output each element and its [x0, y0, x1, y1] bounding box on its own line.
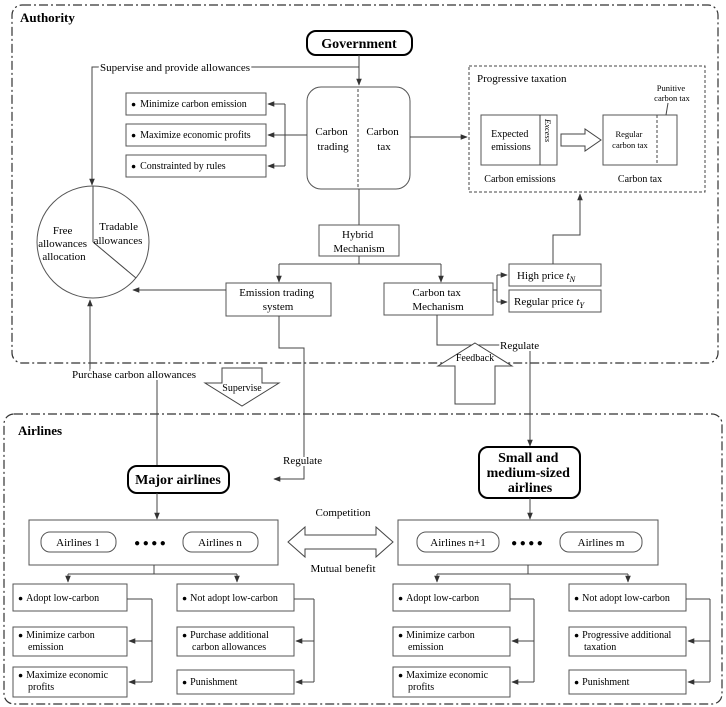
svg-text:●Constrainted by rules: ●Constrainted by rules: [131, 161, 226, 172]
tradable-allowances-label: Tradable allowances: [94, 221, 143, 247]
svg-text:●Not adopt low-carbon: ●Not adopt low-carbon: [574, 593, 670, 604]
free-allowances-label: Free allowances allocation: [38, 225, 90, 263]
airline-pill: [182, 531, 259, 553]
hollow-arrow: [560, 128, 602, 152]
objective-box: [125, 123, 267, 147]
high-price-to-progressive-arrow: [552, 193, 583, 264]
ctm-box: [383, 282, 494, 316]
svg-text:Airlines m: Airlines m: [578, 537, 625, 549]
airlines-frame: [3, 413, 723, 705]
supervise-label: Supervise: [222, 383, 262, 394]
svg-text:●Not adopt low-carbon: ●Not adopt low-carbon: [182, 593, 278, 604]
carbon-tax-caption: Carbon tax: [618, 174, 662, 185]
high-price-label: High price tN: [517, 270, 577, 284]
svg-text:●Punishment: ●Punishment: [574, 677, 630, 688]
feedback-label: Feedback: [456, 353, 494, 364]
svg-text:●Minimize carbon emission: ●Minimize carbon emission: [131, 99, 247, 110]
outcome-box: [392, 626, 511, 657]
supervise-provide-arrow: [89, 66, 359, 186]
ets-regulate-arrow: [273, 316, 305, 482]
ctm-regulate-arrow: [436, 315, 533, 447]
svg-text:●Adopt low-carbon: ●Adopt low-carbon: [398, 593, 479, 604]
major-airlines-box: [127, 465, 230, 494]
mutual-benefit-label: Mutual benefit: [310, 563, 375, 575]
choice-box: [392, 583, 511, 612]
svg-text:Airlines n+1: Airlines n+1: [430, 537, 485, 549]
government-label: Government: [321, 37, 397, 52]
excess-label: Excess: [543, 118, 553, 143]
carbon-trading-label: Carbon trading: [315, 126, 350, 153]
outcome-box: [392, 666, 511, 698]
carbon-policy-box: [306, 86, 411, 190]
punitive-label: Punitive carbon tax: [654, 83, 690, 103]
outcome-box: [568, 626, 687, 657]
progressive-frame: [468, 65, 706, 193]
svg-text:Airlines 1: Airlines 1: [56, 537, 100, 549]
major-airlines-label: Major airlines: [135, 473, 221, 488]
airline-pill: [40, 531, 117, 553]
regular-price-box: [508, 289, 602, 313]
supervise-arrow: [203, 367, 281, 407]
choice-box: [568, 583, 687, 612]
objective-list: ●Minimize carbon emission ●Maximize econ…: [125, 92, 267, 178]
dots-right: ● ● ● ●: [511, 538, 543, 549]
regular-price-label: Regular price tY: [514, 296, 585, 310]
svg-text:●Adopt low-carbon: ●Adopt low-carbon: [18, 593, 99, 604]
svg-text:Airlines n: Airlines n: [198, 537, 242, 549]
choice-box: [12, 583, 128, 612]
column-major-not-adopt: ●Not adopt low-carbon ●Purchase addition…: [176, 583, 315, 695]
regulate-label-left: Regulate: [283, 455, 322, 467]
objective-box: [125, 92, 267, 116]
outcome-box: [12, 626, 128, 657]
ets-label: Emission trading system: [239, 287, 317, 313]
hybrid-mechanism-label: Hybrid Mechanism: [333, 229, 385, 255]
airlines-title: Airlines: [18, 423, 62, 438]
regulate-label-right: Regulate: [500, 340, 539, 352]
purchase-allowances-label: Purchase carbon allowances: [72, 369, 196, 381]
choice-box: [176, 583, 295, 612]
carbon-tax-label: Carbon tax: [366, 126, 401, 153]
expected-emissions-box: [480, 114, 558, 166]
outcome-box: [12, 666, 128, 698]
ctm-label: Carbon tax Mechanism: [412, 287, 464, 313]
outcome-box: [568, 669, 687, 695]
authority-frame: [11, 4, 719, 364]
progressive-title: Progressive taxation: [477, 73, 567, 85]
outcome-box: [176, 669, 295, 695]
regular-tax-label: Regular carbon tax: [612, 129, 648, 150]
airline-pill: [559, 531, 643, 553]
feedback-arrow: [436, 342, 514, 405]
outcome-box: [176, 626, 295, 657]
supervise-provide-label: Supervise and provide allowances: [100, 62, 250, 74]
airline-pill: [416, 531, 500, 553]
carbon-emissions-caption: Carbon emissions: [484, 174, 555, 185]
high-price-box: [508, 263, 602, 287]
objective-box: [125, 154, 267, 178]
expected-emissions-label: Expected emissions: [491, 129, 531, 153]
authority-title: Authority: [20, 10, 75, 25]
svg-text:●Maximize economic profits: ●Maximize economic profits: [131, 130, 251, 141]
regular-tax-box: [602, 114, 678, 166]
dots-left: ● ● ● ●: [134, 538, 166, 549]
competition-arrow: [287, 525, 394, 559]
sme-airlines-label: Small and medium-sized airlines: [487, 451, 574, 496]
ets-box: [225, 282, 332, 317]
svg-text:●Punishment: ●Punishment: [182, 677, 238, 688]
competition-label: Competition: [316, 507, 372, 519]
column-sme-not-adopt: ●Not adopt low-carbon ●Progressive addit…: [568, 583, 711, 695]
